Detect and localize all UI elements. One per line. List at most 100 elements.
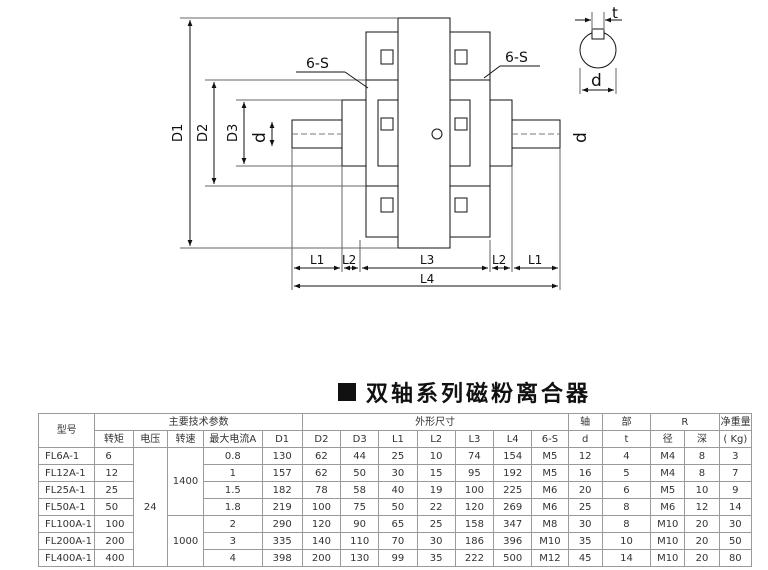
cell-d1: 398 <box>261 549 303 567</box>
cell-t: 4 <box>601 447 652 465</box>
label-d-right: d <box>571 132 591 143</box>
header-outline: 外形尺寸 <box>301 413 569 431</box>
label-d-section: d <box>591 71 602 91</box>
cell-d3: 58 <box>340 481 380 499</box>
cell-d1: 157 <box>261 464 303 482</box>
cell-t: 5 <box>601 464 652 482</box>
left-flange <box>341 99 367 167</box>
cell-d: 45 <box>567 549 603 567</box>
cell-dia: M6 <box>650 498 686 516</box>
header-net-weight: 净重量 <box>718 413 753 431</box>
cell-l3: 158 <box>454 515 495 533</box>
cell-l4: 154 <box>493 447 533 465</box>
cell-l3: 120 <box>454 498 495 516</box>
cell-weight: 30 <box>718 515 753 533</box>
center-bolt-hole <box>431 128 443 140</box>
cell-l4: 269 <box>493 498 533 516</box>
clutch-drawing: t d 6-S 6-S D1 D2 D3 d d L1 L2 L3 L2 L1 … <box>171 4 622 290</box>
cell-model: FL400A-1 <box>37 549 96 567</box>
cell-d1: 219 <box>261 498 303 516</box>
cell-l1: 40 <box>378 481 418 499</box>
cell-dia: M5 <box>650 481 686 499</box>
header-max-current: 最大电流A <box>203 430 263 448</box>
header-l3: L3 <box>454 430 495 448</box>
cell-d1: 182 <box>261 481 303 499</box>
cell-l2: 19 <box>416 481 456 499</box>
cell-t: 8 <box>601 515 652 533</box>
cell-l1: 30 <box>378 464 418 482</box>
cell-s: M5 <box>531 464 569 482</box>
header-d2: D2 <box>301 430 342 448</box>
label-t: t <box>612 4 618 22</box>
cell-current: 4 <box>203 549 263 567</box>
header-dia: 径 <box>650 430 686 448</box>
label-d-left: d <box>250 132 270 143</box>
cell-l3: 74 <box>454 447 495 465</box>
cell-weight: 80 <box>718 549 753 567</box>
label-l1-left: L1 <box>310 253 324 267</box>
cell-d3: 130 <box>340 549 380 567</box>
header-torque: 转矩 <box>94 430 134 448</box>
center-housing <box>397 17 451 249</box>
cell-l1: 50 <box>378 498 418 516</box>
cell-l4: 192 <box>493 464 533 482</box>
cell-depth: 20 <box>684 549 720 567</box>
cell-d2: 140 <box>301 532 342 550</box>
cell-l1: 65 <box>378 515 418 533</box>
cell-l1: 25 <box>378 447 418 465</box>
cell-s: M8 <box>531 515 569 533</box>
header-r: R <box>650 413 720 431</box>
header-d3: D3 <box>340 430 380 448</box>
cell-l2: 35 <box>416 549 456 567</box>
cell-d2: 200 <box>301 549 342 567</box>
cell-d2: 100 <box>301 498 342 516</box>
cell-s: M5 <box>531 447 569 465</box>
cell-l2: 10 <box>416 447 456 465</box>
right-flange <box>489 99 513 167</box>
cell-d2: 62 <box>301 464 342 482</box>
cell-speed-1000: 1000 <box>166 515 205 567</box>
table-row: FL6A-1 6 24 1400 0.8 130 62 44 25 10 74 … <box>37 447 753 567</box>
header-part: 部 <box>601 413 652 431</box>
cell-d2: 78 <box>301 481 342 499</box>
table-row: FL400A-1 400 4 398 200 130 99 35 222 500… <box>37 549 753 567</box>
cell-dia: M10 <box>650 549 686 567</box>
cell-l2: 30 <box>416 532 456 550</box>
cell-current: 0.8 <box>203 447 263 465</box>
cell-depth: 12 <box>684 498 720 516</box>
cell-depth: 8 <box>684 447 720 465</box>
spec-table: 型号 主要技术参数 外形尺寸 轴 部 R 净重量 转矩 电压 转速 最大电流A … <box>37 413 753 567</box>
cell-weight: 14 <box>718 498 753 516</box>
cell-d: 12 <box>567 447 603 465</box>
cell-d2: 120 <box>301 515 342 533</box>
cell-s: M12 <box>531 549 569 567</box>
label-d2: D2 <box>196 124 211 142</box>
cell-model: FL100A-1 <box>37 515 96 533</box>
header-depth: 深 <box>684 430 720 448</box>
cell-l1: 70 <box>378 532 418 550</box>
title-text: 双轴系列磁粉离合器 <box>366 382 592 407</box>
cell-l4: 396 <box>493 532 533 550</box>
cell-model: FL25A-1 <box>37 481 96 499</box>
label-d1: D1 <box>171 124 186 142</box>
cell-model: FL12A-1 <box>37 464 96 482</box>
cell-l3: 95 <box>454 464 495 482</box>
cell-speed-1400: 1400 <box>166 447 205 516</box>
header-t: t <box>601 430 652 448</box>
label-l4: L4 <box>420 272 434 286</box>
cell-l4: 347 <box>493 515 533 533</box>
section-title: 双轴系列磁粉离合器 <box>338 377 591 407</box>
cell-dia: M10 <box>650 532 686 550</box>
title-square-icon <box>338 383 356 401</box>
header-main-params: 主要技术参数 <box>94 413 303 431</box>
cell-model: FL200A-1 <box>37 532 96 550</box>
cell-torque: 400 <box>94 549 134 567</box>
cell-d2: 62 <box>301 447 342 465</box>
cell-d3: 44 <box>340 447 380 465</box>
header-model: 型号 <box>37 413 96 448</box>
header-shaft: 轴 <box>567 413 603 431</box>
cell-depth: 20 <box>684 532 720 550</box>
cell-d3: 90 <box>340 515 380 533</box>
cell-s: M6 <box>531 498 569 516</box>
cell-d1: 130 <box>261 447 303 465</box>
